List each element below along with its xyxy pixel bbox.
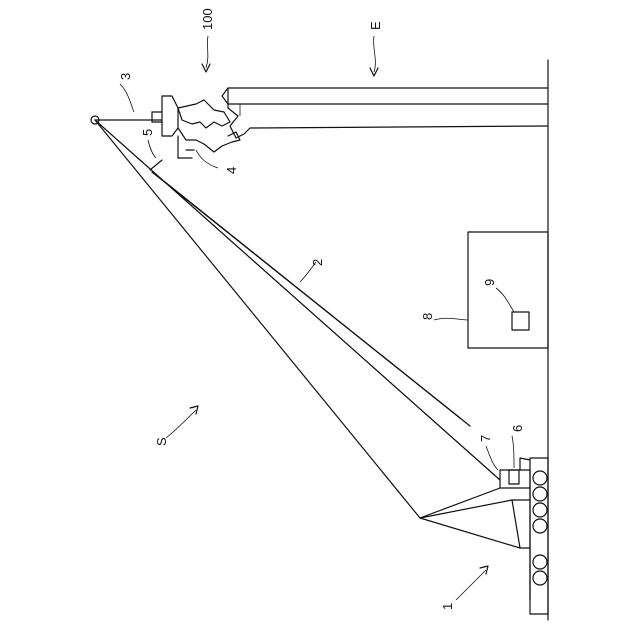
lattice-member [331, 315, 351, 331]
label-space: S [154, 437, 169, 446]
label-cab-unit: 6 [510, 425, 525, 432]
boom-head [91, 96, 178, 136]
lattice-member [220, 226, 231, 235]
label-system: 100 [200, 8, 215, 30]
label-structure: E [368, 21, 383, 30]
display-panel [512, 312, 529, 330]
lattice-member [442, 403, 470, 426]
label-display: 9 [482, 279, 497, 286]
lattice-member [276, 271, 292, 284]
lattice-member [349, 330, 370, 347]
crane-body [420, 470, 530, 548]
tool-assembly [178, 100, 240, 158]
cab [509, 470, 519, 484]
lattice-member [294, 285, 311, 299]
label-crane: 1 [440, 603, 455, 610]
label-control-box: 8 [420, 313, 435, 320]
label-boom: 2 [310, 259, 325, 266]
structure-e [222, 88, 548, 138]
label-tool: 4 [224, 167, 239, 174]
lattice-member [313, 300, 331, 315]
control-box [468, 232, 548, 348]
sensor-bar [150, 160, 162, 170]
crawler-base [520, 458, 548, 614]
label-sensor: 5 [140, 129, 155, 136]
label-head: 3 [118, 73, 133, 80]
label-cab: 7 [478, 435, 493, 442]
